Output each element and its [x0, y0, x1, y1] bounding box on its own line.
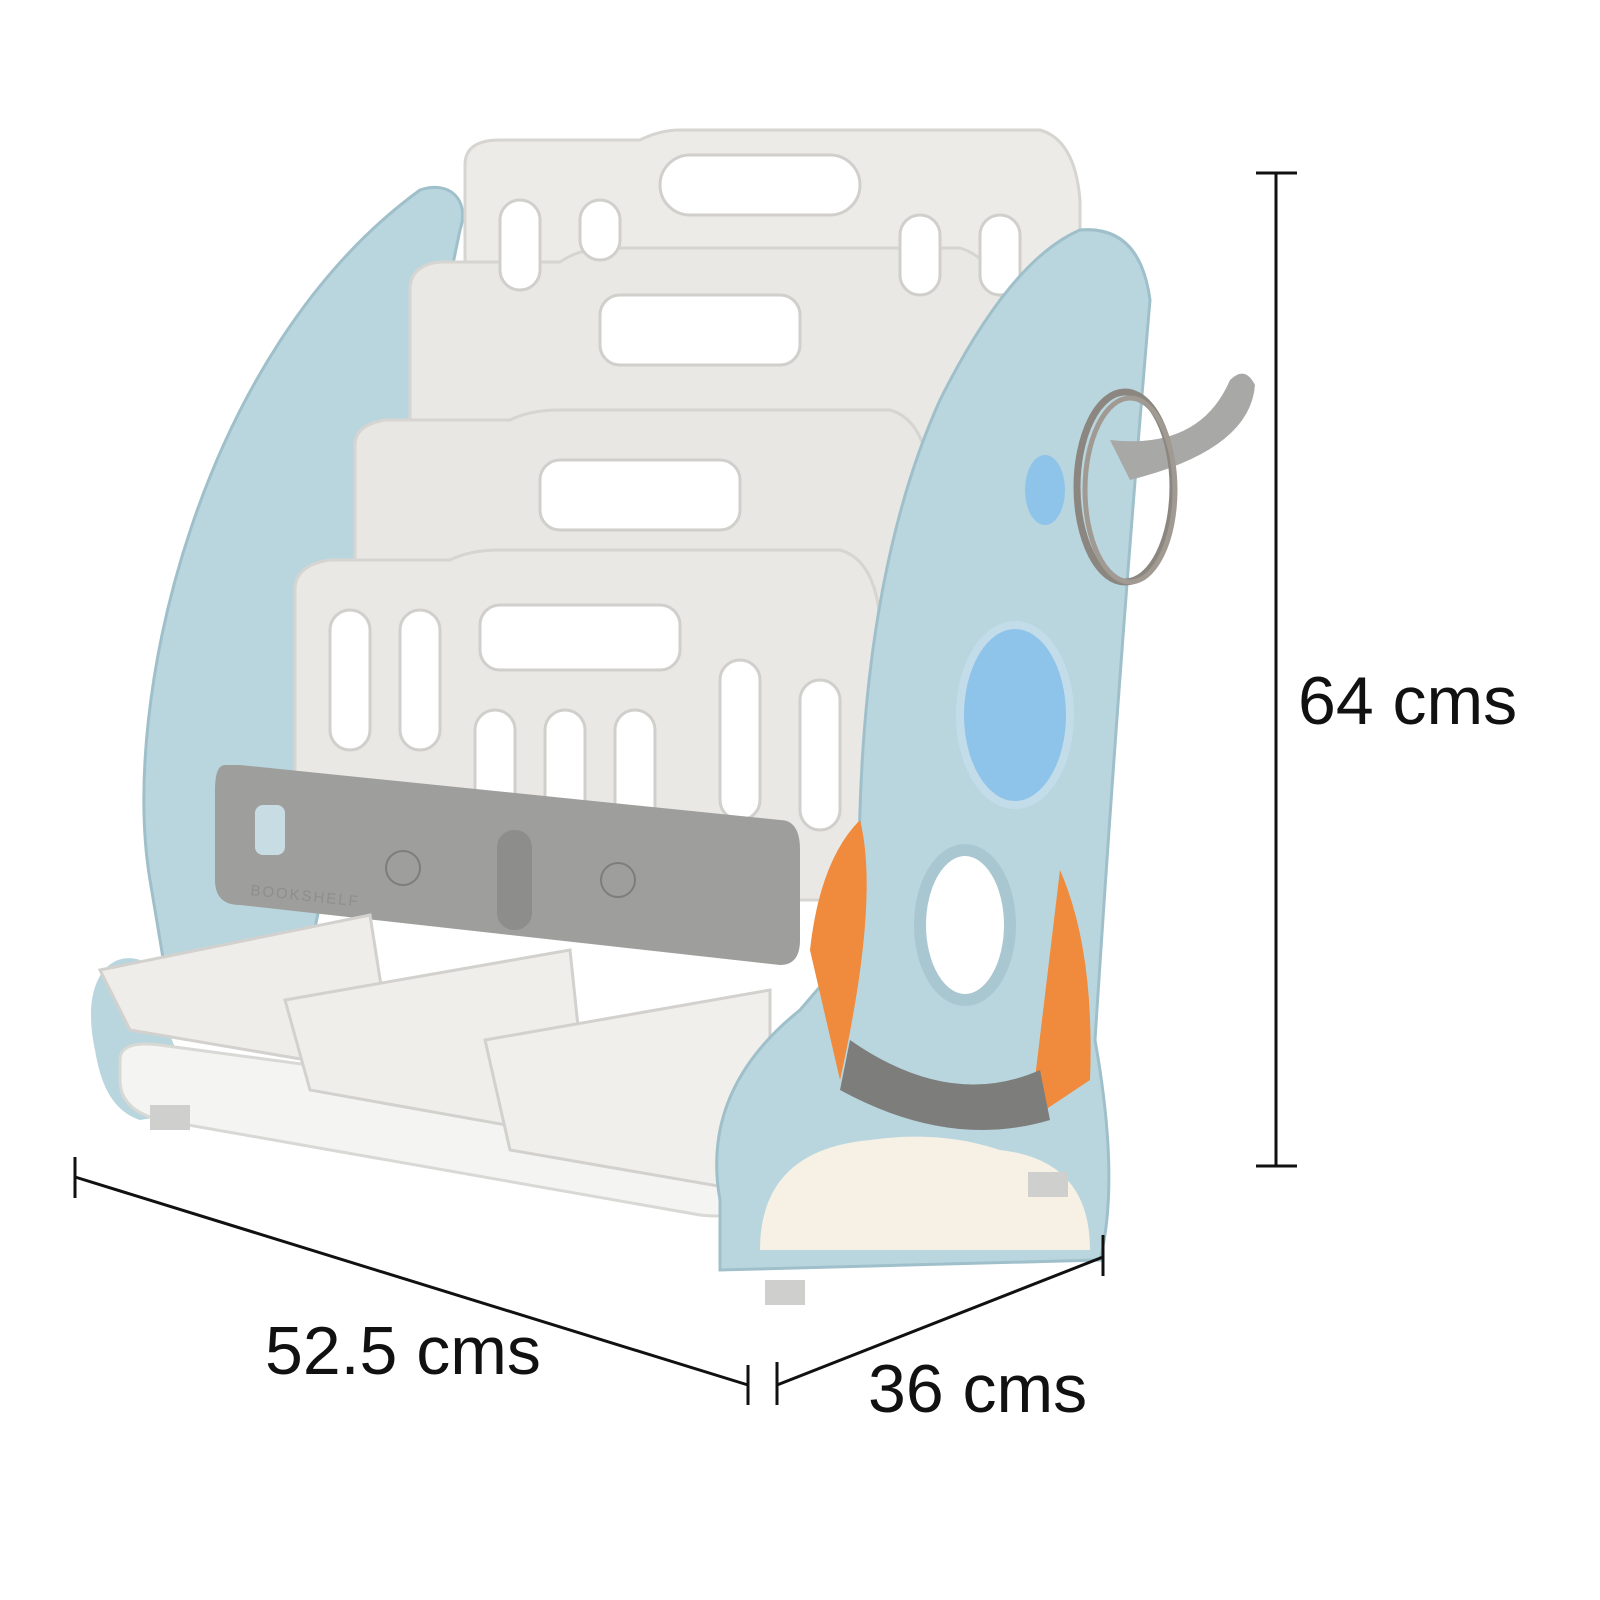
width-dimension-line	[73, 1157, 750, 1405]
height-label: 64 cms	[1298, 663, 1517, 739]
height-dimension-line	[1256, 171, 1297, 1168]
width-label: 52.5 cms	[265, 1313, 541, 1389]
hook-with-rings	[1073, 373, 1255, 586]
depth-label: 36 cms	[868, 1351, 1087, 1427]
depth-dimension-line	[775, 1235, 1105, 1405]
right-rocket-side	[150, 228, 1152, 1305]
storage-bins	[97, 913, 772, 1218]
front-board: BOOKSHELF	[215, 765, 800, 965]
